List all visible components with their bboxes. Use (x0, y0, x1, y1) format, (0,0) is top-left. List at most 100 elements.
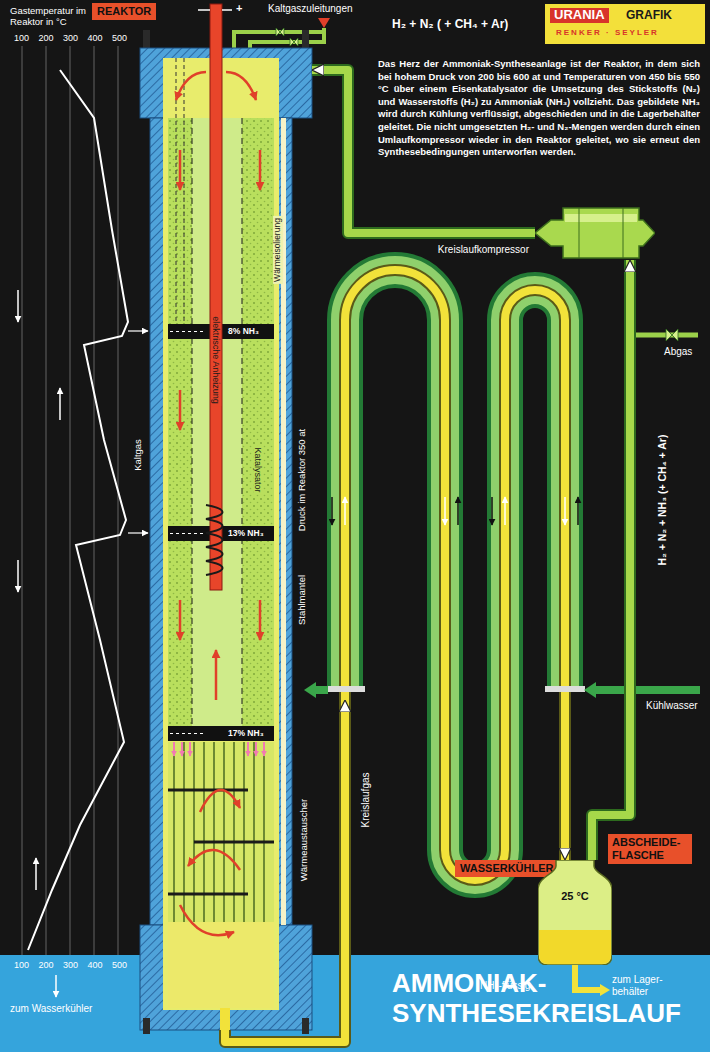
pipe-label: zum Lager- behälter (612, 974, 682, 997)
pipe-label: Kreislaufgas (360, 770, 372, 829)
compressor-ring (579, 208, 580, 258)
reactor-drawing (198, 9, 210, 11)
reactor-drawing (259, 150, 262, 190)
cooler-serpentine (344, 497, 346, 525)
cooler-serpentine (564, 497, 566, 525)
pipe-label: Abgas (664, 346, 692, 358)
concentration-label: 17% NH₃ (228, 728, 264, 739)
reactor-drawing (188, 850, 240, 870)
temperature-graph (46, 46, 47, 955)
pipe-connector (225, 700, 345, 1042)
circulation-compressor: Kreislaufkompressor (535, 206, 655, 260)
logo-plate (545, 4, 705, 44)
description-text: Das Herz der Ammoniak-Syntheseanlage ist… (378, 58, 700, 159)
cold-gas-feed (322, 28, 326, 44)
pipe-label: Kühlwasser (646, 700, 698, 712)
separator-bottle: ABSCHEIDE- FLASCHE25 °C (538, 860, 612, 965)
compressor-label: Kreislaufkompressor (438, 244, 529, 256)
compressor-outline (535, 206, 655, 260)
separator-heading: ABSCHEIDE- FLASCHE (608, 834, 692, 864)
part-label: Katalysator (253, 445, 263, 494)
cooler-serpentine (345, 270, 565, 880)
reactor-drawing (226, 72, 256, 100)
reactor-drawing (170, 733, 206, 734)
reactor-drawing (263, 742, 265, 756)
pipe-flow (592, 260, 630, 860)
cooler-serpentine (325, 686, 365, 692)
poster-title: AMMONIAK- SYNTHESEKREISLAUF (392, 968, 704, 1028)
cooler-serpentine (577, 497, 579, 525)
reactor-drawing (242, 118, 243, 740)
logo-text: RENKER · SEYLER (556, 28, 659, 37)
logo-text: URANIA (550, 8, 609, 23)
gas-formula: H₂ + N₂ ( + CH₄ + Ar) (392, 18, 508, 32)
reactor-drawing (206, 505, 223, 575)
liquid-outlet (600, 984, 610, 996)
gas-formula: H₂ + N₂ + NH₃ (+ CH₄ + Ar) (656, 433, 668, 568)
cooler-heading: WASSERKÜHLER (455, 860, 559, 877)
reactor-drawing (176, 72, 260, 935)
part-label: elektrische Anheizung (211, 314, 221, 406)
reactor-drawing (179, 150, 182, 190)
cooler-serpentine (444, 497, 446, 525)
temperature-graph (118, 46, 119, 955)
temperature-graph (59, 388, 61, 420)
axis-title: Gastemperatur im Reaktor in °C (10, 6, 88, 28)
reactor-drawing (200, 790, 240, 812)
purge-gas-branch (630, 329, 698, 341)
pipe-wall (592, 260, 630, 860)
reactor-drawing (255, 742, 257, 756)
reactor-drawing (179, 600, 182, 640)
liquid-outlet (575, 965, 610, 996)
cooler-serpentine (325, 270, 585, 880)
pipe-connector (592, 260, 630, 860)
temperature-graph (70, 46, 71, 955)
cold-gas-feed (290, 38, 298, 46)
purge-gas-branch (666, 329, 678, 341)
pipe-label: Kaltgaszuleitungen (268, 3, 353, 15)
part-label: Kaltgas (133, 437, 144, 473)
compressor-body (535, 208, 655, 258)
temperature-graph (35, 858, 37, 890)
concentration-label: 13% NH₃ (228, 528, 264, 539)
flow-arrow (565, 700, 566, 860)
cold-gas-feed (318, 18, 330, 28)
cold-gas-feed (250, 42, 324, 48)
temperature-graph (28, 70, 128, 950)
reactor-drawing (170, 331, 206, 332)
temperature-graph (55, 975, 57, 997)
reactor-drawing (170, 533, 206, 534)
temperature-graph (94, 46, 95, 955)
pipe-flow (225, 700, 345, 1042)
reactor-drawing (259, 600, 262, 640)
bottle-outline (538, 860, 612, 965)
liquid-outlet (575, 965, 600, 990)
cooler-serpentine (491, 497, 493, 525)
cooling-water (304, 682, 316, 698)
reactor-drawing (143, 1018, 150, 1034)
logo-plate (545, 4, 705, 44)
compressor-ring (623, 208, 624, 258)
reactor-drawing (189, 742, 191, 756)
reactor-drawing (302, 1018, 309, 1034)
blue-band (0, 955, 710, 1052)
reactor-drawing (168, 789, 248, 792)
polarity-sign: + (236, 2, 242, 15)
reactor-drawing (174, 742, 264, 756)
reactor-drawing (220, 1008, 230, 1030)
reactor-drawing (222, 9, 232, 11)
temperature-graph (128, 330, 148, 331)
cold-gas-feed (234, 18, 330, 48)
pipe-wall (559, 700, 571, 860)
reactor-drawing (184, 58, 185, 324)
reactor-drawing (194, 841, 274, 844)
cooling-water (304, 682, 700, 698)
cooler-serpentine (504, 497, 506, 525)
temperature-value: 25 °C (538, 890, 612, 903)
reactor-drawing (215, 650, 218, 700)
cold-gas-feed (234, 32, 324, 48)
cooler-serpentine (345, 270, 565, 880)
cooling-water (596, 686, 700, 694)
